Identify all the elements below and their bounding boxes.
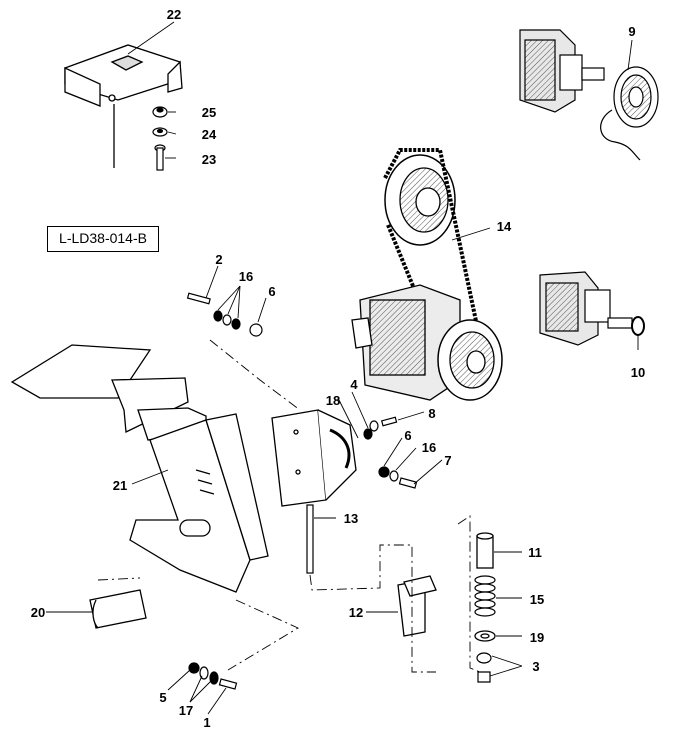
compressor-main (351, 284, 503, 401)
part-13-stud (306, 504, 314, 574)
callout-6-mid: 6 (404, 428, 411, 443)
callout-5: 5 (159, 690, 166, 705)
reference-code-label: L-LD38-014-B (47, 226, 159, 252)
part-11-sleeve (476, 532, 494, 569)
part-21-frame (10, 344, 269, 593)
callout-24: 24 (202, 127, 217, 142)
mounting-plate (271, 409, 357, 507)
callout-16-mid: 16 (422, 440, 436, 455)
callout-7: 7 (444, 453, 451, 468)
assembly-guide-lines (97, 339, 481, 673)
fastener-stack-upper (186, 292, 263, 337)
part-15-spring-washers (474, 575, 496, 617)
fastener-stack-mid (363, 416, 398, 440)
callout-13: 13 (344, 511, 358, 526)
callout-numbers: 22 25 24 23 9 10 14 2 16 6 4 18 8 6 16 7… (31, 7, 645, 730)
callout-21: 21 (113, 478, 127, 493)
callout-23: 23 (202, 152, 216, 167)
callout-22: 22 (167, 7, 181, 22)
callout-1: 1 (203, 715, 210, 730)
callout-14: 14 (497, 219, 512, 234)
callout-3: 3 (532, 659, 539, 674)
part-23-bolt (154, 144, 166, 171)
callout-17: 17 (179, 703, 193, 718)
fastener-stack-bottom (188, 662, 238, 690)
leader-lines (46, 21, 639, 715)
callout-12: 12 (349, 605, 363, 620)
callout-16-upper: 16 (239, 269, 253, 284)
callout-15: 15 (530, 592, 544, 607)
fastener-stack-lower (378, 466, 418, 489)
callout-4: 4 (350, 377, 358, 392)
part-12-spacer (397, 575, 437, 637)
callout-9: 9 (628, 24, 635, 39)
part-3-nut (476, 652, 492, 683)
callout-25: 25 (202, 105, 216, 120)
callout-11: 11 (528, 545, 542, 560)
callout-20: 20 (31, 605, 45, 620)
callout-19: 19 (530, 630, 544, 645)
callout-2: 2 (215, 252, 222, 267)
callout-10: 10 (631, 365, 645, 380)
callout-8: 8 (428, 406, 435, 421)
part-20-clamp (89, 589, 147, 629)
part-24-washer (152, 127, 168, 137)
part-19-washer (474, 630, 496, 642)
part-22-bracket (64, 44, 183, 168)
callout-6-upper: 6 (268, 284, 275, 299)
callout-18: 18 (326, 393, 340, 408)
part-25-nut (152, 106, 168, 118)
part-10-compressor-ring (539, 271, 645, 346)
part-9-compressor-clutch (519, 29, 659, 161)
